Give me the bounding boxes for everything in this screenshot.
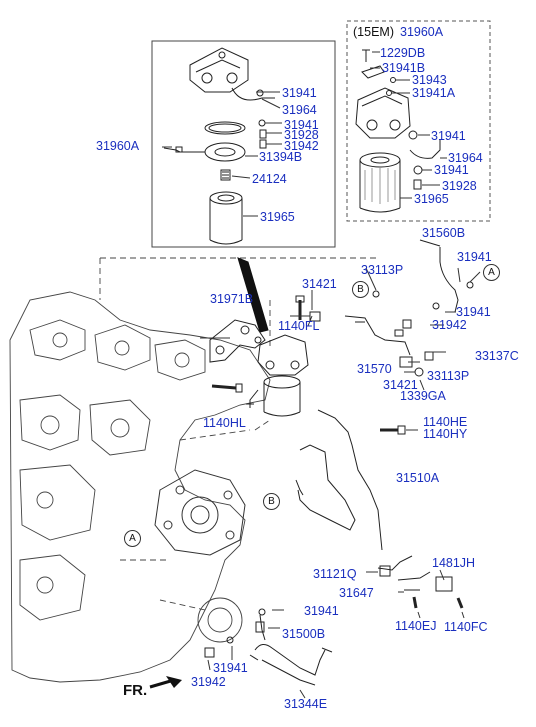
part-label[interactable]: 31941	[457, 250, 492, 264]
part-label[interactable]: 31971B	[210, 292, 254, 306]
washer-33113p	[372, 290, 380, 298]
part-label[interactable]: 31510A	[396, 471, 440, 485]
engine-block	[9, 257, 380, 683]
part-label[interactable]: 31941A	[412, 86, 456, 100]
part-label[interactable]: 31941	[456, 305, 491, 319]
clip-33137c	[424, 351, 434, 361]
part-label[interactable]: 31344E	[284, 697, 328, 711]
bolt-31942-low	[204, 647, 215, 658]
part-label[interactable]: 1140FC	[444, 620, 488, 634]
part-label[interactable]: 31394B	[259, 150, 303, 164]
fuel-filter-assembly	[246, 334, 309, 417]
part-label[interactable]: 24124	[252, 172, 287, 186]
callout-b-icon: B	[263, 493, 280, 510]
hose-31344e	[249, 644, 333, 686]
pipe-31570	[344, 315, 411, 356]
bolt-1140ej	[412, 596, 418, 609]
nut-1339ga	[414, 367, 424, 377]
hose-31964-left	[231, 87, 275, 149]
part-label[interactable]: 31570	[357, 362, 392, 376]
bolt-1140fc	[456, 597, 464, 609]
washer-31941-low	[226, 636, 234, 644]
hose-31964-15em	[408, 130, 441, 190]
part-label[interactable]: 31560B	[422, 226, 466, 240]
filter-cartridge-left	[209, 191, 243, 245]
part-label[interactable]: 1140HL	[203, 416, 246, 430]
fuel-filter-head-left	[189, 47, 249, 93]
front-orientation-label: FR.	[123, 682, 148, 699]
part-label[interactable]: 31121Q	[313, 567, 357, 581]
part-label[interactable]: 31941B	[382, 61, 426, 75]
part-label[interactable]: 31928	[284, 128, 319, 142]
plug-24124	[220, 169, 231, 181]
washer-31941-r	[432, 302, 440, 310]
part-label[interactable]: 31421	[302, 277, 337, 291]
part-label[interactable]: 31941	[304, 604, 339, 618]
leader-pointer	[237, 257, 269, 333]
part-label[interactable]: 1481JH	[432, 556, 476, 570]
part-label[interactable]: 31942	[284, 139, 319, 153]
filter-detail-box	[151, 40, 336, 248]
heater-left	[163, 142, 246, 162]
part-label[interactable]: 31941	[282, 86, 317, 100]
part-label[interactable]: 1140HE	[423, 415, 468, 429]
bolt-1140fl	[295, 295, 305, 320]
part-label[interactable]: 33113P	[361, 263, 404, 277]
part-label[interactable]: 31421	[383, 378, 418, 392]
part-label[interactable]: 31941	[213, 661, 248, 675]
part-label[interactable]: 31941	[434, 163, 469, 177]
bolt-1140he	[380, 425, 406, 435]
filter-head-15em	[355, 49, 411, 139]
fitting-31121q	[377, 555, 413, 577]
part-label[interactable]: 31965	[260, 210, 295, 224]
part-label[interactable]: 33113P	[427, 369, 470, 383]
part-label[interactable]: 31928	[442, 179, 477, 193]
part-label[interactable]: 31942	[432, 318, 467, 332]
part-label[interactable]: 31941	[431, 129, 466, 143]
part-label[interactable]: 1229DB	[380, 46, 426, 60]
part-label[interactable]: 1140HY	[423, 427, 468, 441]
part-label[interactable]: 31964	[282, 103, 317, 117]
fitting-31500b	[255, 608, 266, 641]
part-label[interactable]: 31942	[191, 675, 226, 689]
part-label[interactable]: 31964	[448, 151, 483, 165]
clip-1481jh	[435, 576, 453, 592]
part-label[interactable]: 31941	[284, 118, 319, 132]
part-label[interactable]: 31647	[339, 586, 374, 600]
bracket-31971b	[200, 319, 266, 363]
part-label[interactable]: 31500B	[282, 627, 326, 641]
variant-label: (15EM)	[353, 25, 394, 39]
callout-b-icon: B	[352, 281, 369, 298]
callout-a-icon: A	[483, 264, 500, 281]
high-pressure-pump	[154, 469, 246, 556]
part-label[interactable]: 1140EJ	[395, 619, 437, 633]
part-label[interactable]: 1140FL	[278, 319, 320, 333]
part-label-31960a-15em[interactable]: 31960A	[400, 25, 444, 39]
o-ring-left	[204, 121, 246, 135]
part-label[interactable]: 31965	[414, 192, 449, 206]
variant-detail-box	[346, 20, 491, 222]
hose-31510a	[295, 409, 383, 551]
bolt-31942-r	[402, 319, 412, 329]
bolt-1140hl	[211, 383, 243, 393]
part-label[interactable]: 31960A	[96, 139, 140, 153]
callout-a-icon: A	[124, 530, 141, 547]
part-label[interactable]: 31943	[412, 73, 447, 87]
part-label[interactable]: 1339GA	[400, 389, 446, 403]
part-label[interactable]: 33137C	[475, 349, 519, 363]
cartridge-15em	[359, 152, 401, 213]
fr-arrow-icon	[166, 676, 182, 688]
